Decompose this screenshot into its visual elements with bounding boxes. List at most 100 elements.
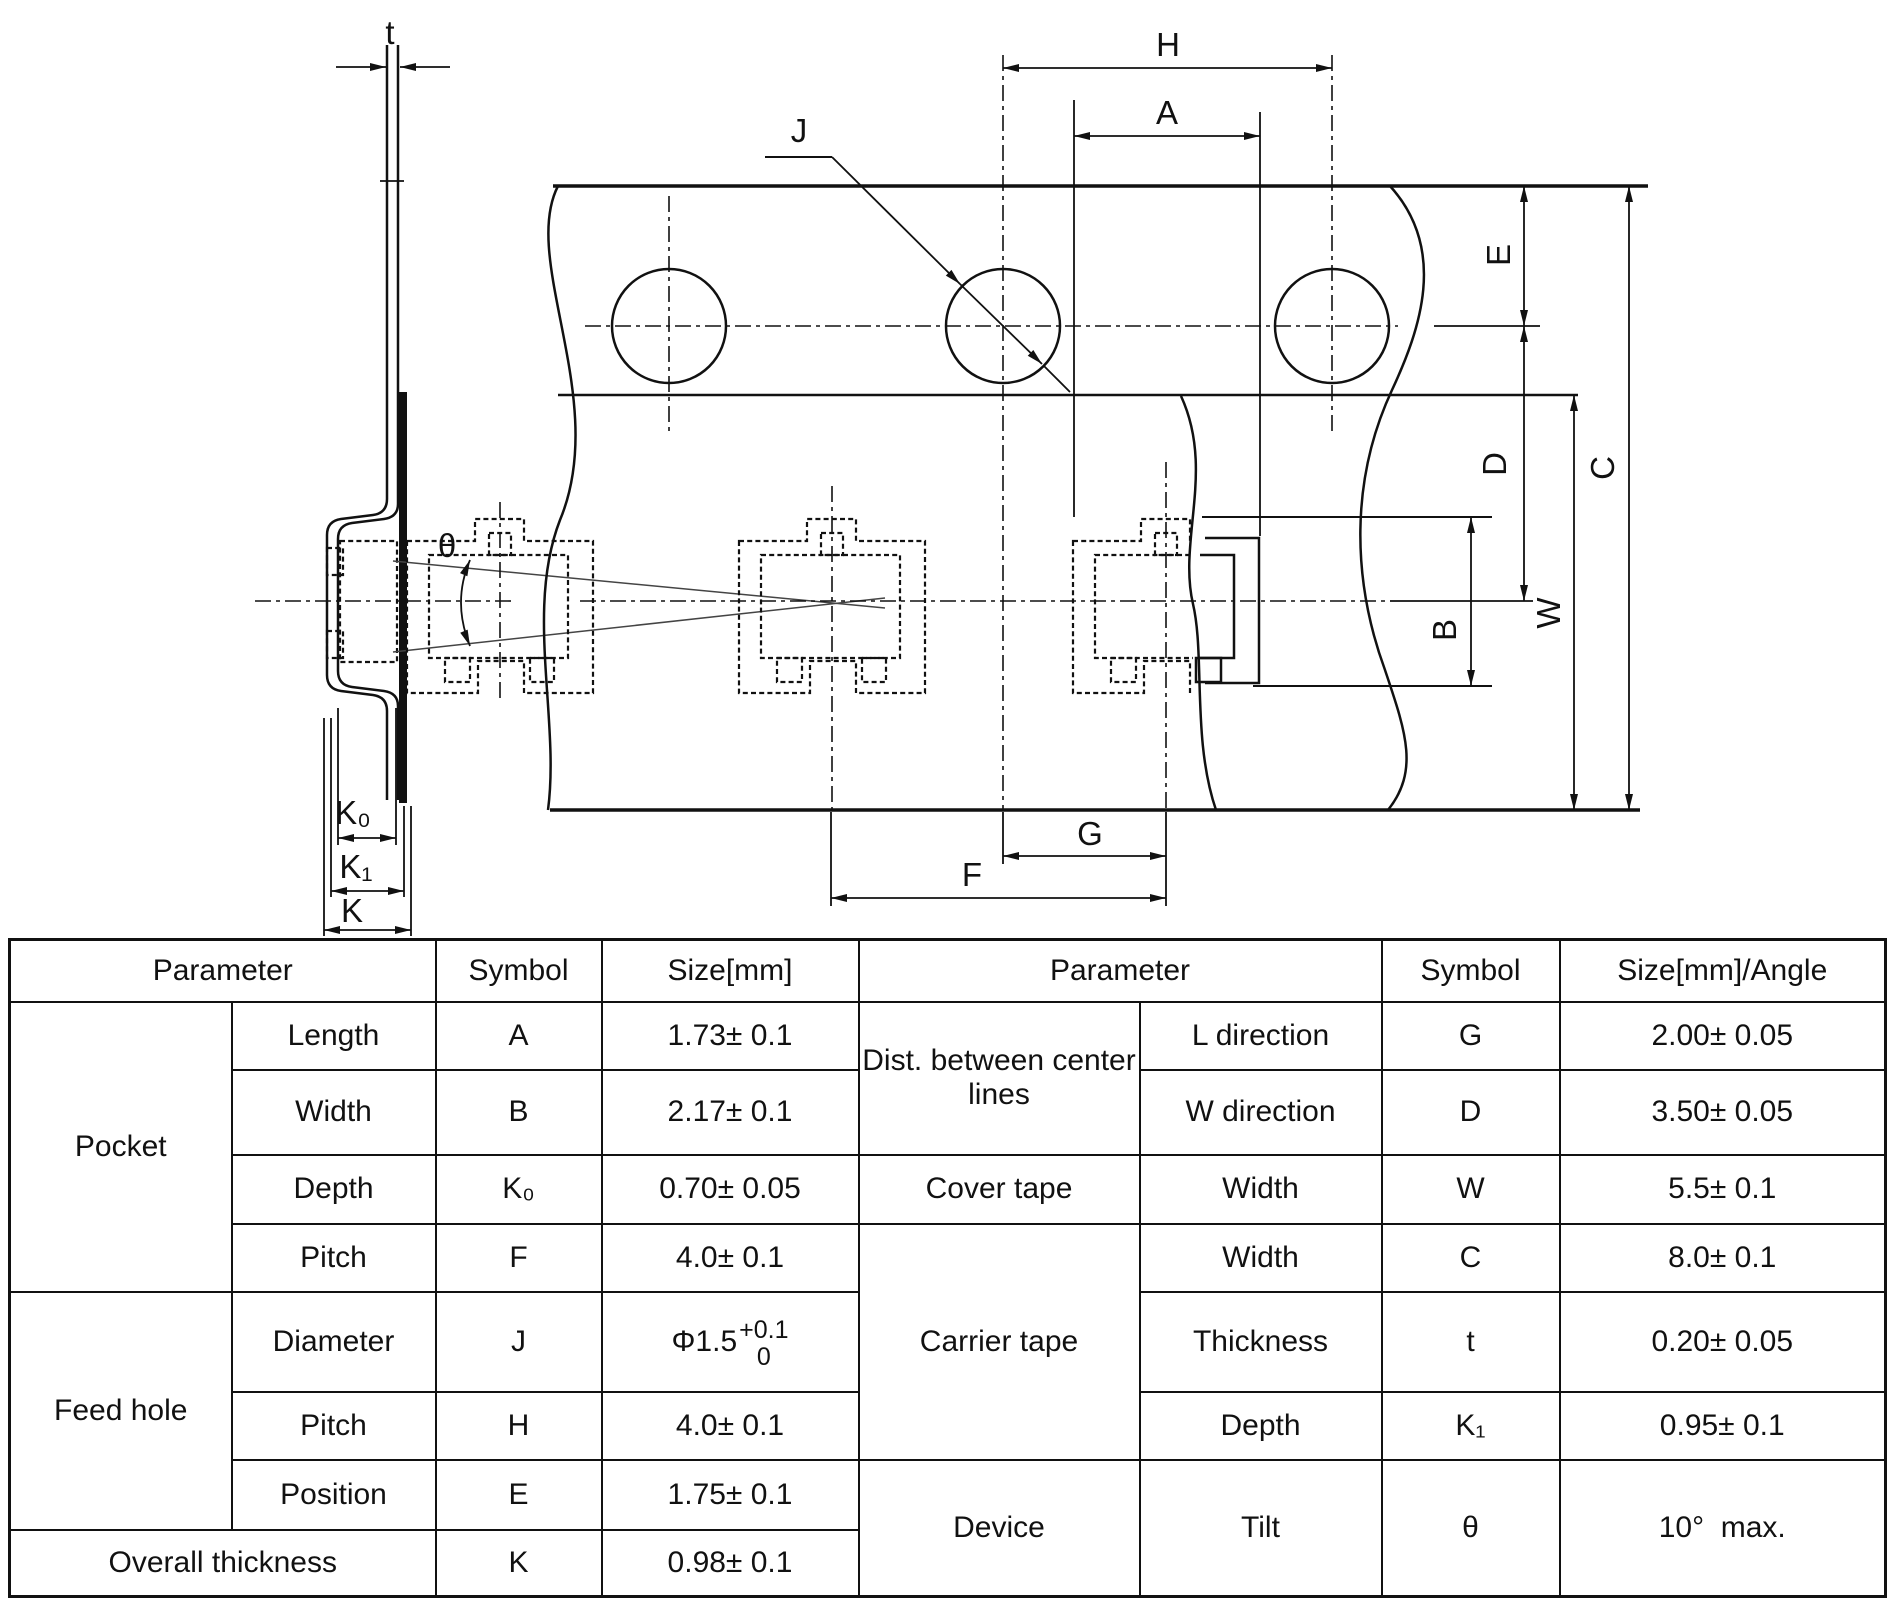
cell-size-c: 8.0± 0.1 — [1558, 1222, 1887, 1293]
cover-tape-section — [399, 392, 407, 803]
cell-sym-f: F — [434, 1222, 603, 1293]
table-row: Pocket Length A 1.73± 0.1 Dist. between … — [8, 1000, 1887, 1293]
label-j: J — [791, 112, 808, 149]
cell-size-theta: 10° max. — [1558, 1458, 1887, 1598]
table-row: Width B 2.17± 0.1 W direction D 3.50± 0.… — [10, 1068, 1887, 1156]
header-size-left: Size[mm] — [600, 938, 860, 1003]
header-parameter-right: Parameter — [857, 938, 1383, 1003]
cell-w-direction: W direction — [1138, 1068, 1383, 1156]
left-break-wave — [542, 185, 577, 811]
group-carrier-tape: Carrier tape — [857, 1222, 1141, 1461]
cell-l-direction: L direction — [1138, 1000, 1383, 1071]
cell-sym-g: G — [1380, 1000, 1561, 1071]
cell-sym-d: D — [1380, 1068, 1561, 1156]
cell-sym-k: K — [434, 1528, 603, 1598]
group-feed-hole: Feed hole — [8, 1290, 233, 1531]
cell-carrier-depth: Depth — [1138, 1390, 1383, 1461]
label-k0: K₀ — [335, 794, 371, 831]
side-view — [255, 45, 886, 936]
cell-carrier-thickness: Thickness — [1138, 1290, 1383, 1393]
cell-size-k0: 0.70± 0.05 — [600, 1153, 860, 1225]
label-d: D — [1476, 452, 1513, 476]
cell-size-k1: 0.95± 0.1 — [1558, 1390, 1887, 1461]
table-row: Overall thickness K 0.98± 0.1 — [8, 1528, 1886, 1598]
cell-sym-k1: K₁ — [1380, 1390, 1561, 1461]
tilt-indication — [392, 559, 886, 653]
header-size-right: Size[mm]/Angle — [1558, 938, 1887, 1003]
table-row: Depth K₀ 0.70± 0.05 Cover tape Width W 5… — [10, 1153, 1887, 1225]
cell-sym-j: J — [434, 1290, 603, 1393]
label-f: F — [962, 856, 982, 893]
cell-sym-c: C — [1380, 1222, 1561, 1293]
dimension-labels: t K₀ K₁ K θ J H A G F E D C W B — [335, 14, 1621, 929]
table-row: Pitch H 4.0± 0.1 Depth K₁ 0.95± 0.1 — [10, 1390, 1887, 1461]
group-cover-tape: Cover tape — [857, 1153, 1141, 1225]
cell-pocket-pitch: Pitch — [230, 1222, 437, 1293]
cell-size-k: 0.98± 0.1 — [600, 1528, 860, 1598]
pocket-3-dashed — [1071, 517, 1193, 695]
k-extension-lines — [323, 708, 412, 936]
cover-tape-end-wave — [1179, 395, 1218, 811]
dim-J-leader — [765, 156, 1071, 393]
label-k1: K₁ — [339, 848, 372, 885]
label-k: K — [341, 892, 363, 929]
cell-sym-theta: θ — [1380, 1458, 1561, 1598]
cell-size-d: 3.50± 0.05 — [1558, 1068, 1887, 1156]
cell-feedhole-diameter: Diameter — [230, 1290, 437, 1393]
pocket-3-exposed — [1194, 536, 1261, 685]
label-w: W — [1530, 597, 1567, 629]
cell-pocket-length: Length — [230, 1000, 437, 1071]
header-symbol-right: Symbol — [1380, 938, 1561, 1003]
table-row: Position E 1.75± 0.1 Device Tilt θ 10° m… — [10, 1458, 1887, 1598]
table-row: Pitch F 4.0± 0.1 Carrier tape Width C 8.… — [10, 1222, 1887, 1461]
top-view — [405, 55, 1648, 906]
cell-pocket-depth: Depth — [230, 1153, 437, 1225]
group-dist-between-center-lines: Dist. between center lines — [857, 1000, 1141, 1156]
cell-sym-a: A — [434, 1000, 603, 1071]
cell-size-w: 5.5± 0.1 — [1558, 1153, 1887, 1225]
label-a: A — [1156, 94, 1178, 131]
cell-feedhole-pitch: Pitch — [230, 1390, 437, 1461]
cell-size-t: 0.20± 0.05 — [1558, 1290, 1887, 1393]
cell-size-h: 4.0± 0.1 — [600, 1390, 860, 1461]
technical-drawing: t K₀ K₁ K θ J H A G F E D C W B — [255, 14, 1648, 936]
cell-size-g: 2.00± 0.05 — [1558, 1000, 1887, 1071]
spec-table: Parameter Symbol Size[mm] Parameter Symb… — [8, 938, 1887, 1598]
tape-inner-face — [336, 45, 400, 800]
tape-outer-face — [325, 45, 389, 800]
cell-cover-width: Width — [1138, 1153, 1383, 1225]
label-c: C — [1584, 456, 1621, 480]
pocket-1 — [405, 517, 595, 695]
header-symbol-left: Symbol — [434, 938, 603, 1003]
cell-sym-e: E — [434, 1458, 603, 1531]
group-pocket: Pocket — [8, 1000, 233, 1293]
header-parameter-left: Parameter — [8, 938, 437, 1003]
label-b: B — [1426, 619, 1463, 641]
cell-device-tilt: Tilt — [1138, 1458, 1383, 1598]
dim-A — [1073, 100, 1261, 536]
table-header-row: Parameter Symbol Size[mm] Parameter Symb… — [8, 938, 1887, 1003]
right-break-wave — [1359, 185, 1426, 811]
label-g: G — [1077, 815, 1103, 852]
cell-size-a: 1.73± 0.1 — [600, 1000, 860, 1071]
pocket-2 — [737, 517, 927, 695]
cell-feedhole-position: Position — [230, 1458, 437, 1531]
cell-carrier-width: Width — [1138, 1222, 1383, 1293]
label-theta: θ — [438, 527, 456, 564]
label-h: H — [1156, 26, 1180, 63]
cell-sym-h: H — [434, 1390, 603, 1461]
label-t: t — [385, 14, 394, 51]
cell-overall-thickness: Overall thickness — [8, 1528, 437, 1598]
cell-size-b: 2.17± 0.1 — [600, 1068, 860, 1156]
dim-B — [1202, 516, 1492, 687]
cell-sym-b: B — [434, 1068, 603, 1156]
label-e: E — [1480, 244, 1517, 266]
cell-sym-k0: K₀ — [434, 1153, 603, 1225]
cell-sym-t: t — [1380, 1290, 1561, 1393]
cell-pocket-width: Width — [230, 1068, 437, 1156]
center-lines — [499, 55, 1540, 906]
